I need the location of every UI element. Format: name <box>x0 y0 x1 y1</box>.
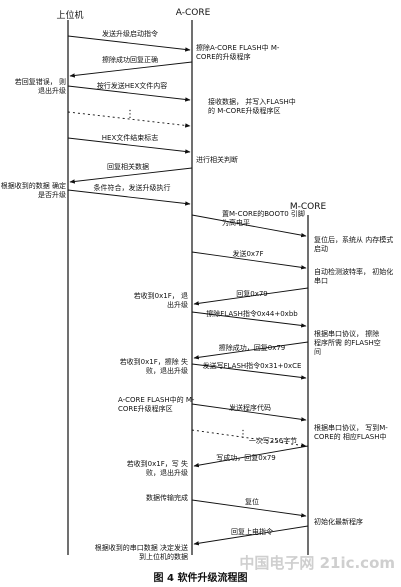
note-erase-acore: 擦除A-CORE FLASH中 M-CORE的升级程序 <box>196 44 280 61</box>
arrow-write-ok <box>193 445 309 468</box>
arrow-boot0 <box>191 214 307 238</box>
arrow-hex-end <box>67 137 191 154</box>
note-host-decide: 根据收到的数据 确定是否升级 <box>0 182 66 199</box>
label-write-ok: 写成功，回复0x79 <box>216 454 276 462</box>
label-power-reply: 回复上电指令 <box>231 528 273 536</box>
arrow-upgrade-start <box>67 35 191 52</box>
note-acore-area: A-CORE FLASH中的 M-CORE升级程序区 <box>118 396 195 413</box>
note-transfer-done: 数据传输完成 <box>146 494 188 502</box>
arrow-erase-ok <box>69 61 193 78</box>
label-erase-cmd: 擦除FLASH指令0x44+0xbb <box>206 310 298 318</box>
note-init-latest: 初始化最新程序 <box>314 518 363 526</box>
label-upgrade-start: 发送升级启动指令 <box>102 30 158 38</box>
arrow-0x7f <box>191 251 307 270</box>
arrow-reply-data <box>69 167 193 184</box>
label-send-code: 发送程序代码 <box>229 404 271 412</box>
arrow-write-cmd <box>191 363 307 380</box>
label-256-bytes: 一次写256字节 <box>248 437 298 445</box>
dots-2: ⋮ <box>238 429 248 440</box>
note-write-mcore: 根据串口协议， 写到M-CORE的 相应FLASH中 <box>314 424 388 441</box>
note-exit-1f-c: 若收到0x1F，写 失败，退出升级 <box>126 460 188 477</box>
label-hex-end: HEX文件结束标志 <box>101 134 159 142</box>
acore-header: A-CORE <box>175 8 211 18</box>
mcore-header: M-CORE <box>289 202 327 212</box>
label-reply-data: 回复相关数据 <box>107 163 149 171</box>
note-host-final: 根据收到的串口数据 决定发送到上位机的数据 <box>94 544 188 561</box>
label-write-cmd: 发送写FLASH指令0x31+0xCE <box>202 362 302 370</box>
arrow-erase-cmd <box>191 311 307 328</box>
note-erase-mcore: 根据串口协议， 擦除程序所需 的FLASH空间 <box>314 330 381 356</box>
note-receive-write: 接收数据， 并写入FLASH中的 M-CORE升级程序区 <box>208 98 296 115</box>
arrow-reset <box>191 499 307 518</box>
note-autobaud: 自动检测波特率， 初始化串口 <box>314 268 394 285</box>
label-erase-success: 擦除成功，回复0x79 <box>218 344 286 352</box>
dots-1: ⋮ <box>125 109 135 120</box>
figure-caption: 图 4 软件升级流程图 <box>153 573 248 584</box>
note-host-error: 若回复错误， 则退出升级 <box>14 78 66 95</box>
arrow-power-reply <box>193 525 309 546</box>
arrow-send-hex <box>67 85 191 102</box>
note-exit-1f-a: 若收到0x1F， 退出升级 <box>133 292 188 309</box>
arrow-send-code <box>191 403 307 422</box>
label-erase-ok: 擦除成功回复正确 <box>102 56 158 64</box>
label-reply-79a: 回复0x79 <box>236 290 268 298</box>
label-upgrade-exec: 条件符合，发送升级执行 <box>93 184 171 192</box>
arrow-erase-success <box>193 341 309 360</box>
label-reset: 复位 <box>245 498 259 506</box>
arrow-reply-79a <box>193 287 309 306</box>
note-judge: 进行相关判断 <box>196 156 238 164</box>
label-0x7f: 发送0x7F <box>232 250 264 258</box>
arrow-dots-2 <box>191 429 307 448</box>
host-header: 上位机 <box>56 11 84 21</box>
arrow-dots-1 <box>67 111 191 128</box>
label-boot0: 置M-CORE的BOOT0 引脚为高电平 <box>222 210 305 227</box>
note-exit-1f-b: 若收到0x1F，擦除 失败，退出升级 <box>119 358 188 375</box>
label-send-hex: 按行发送HEX文件内容 <box>96 82 168 90</box>
arrow-upgrade-exec <box>67 189 191 206</box>
note-reset-boot: 复位后，系统从 内存模式启动 <box>314 236 394 253</box>
watermark: 中国电子网 21ic.com <box>239 554 395 572</box>
